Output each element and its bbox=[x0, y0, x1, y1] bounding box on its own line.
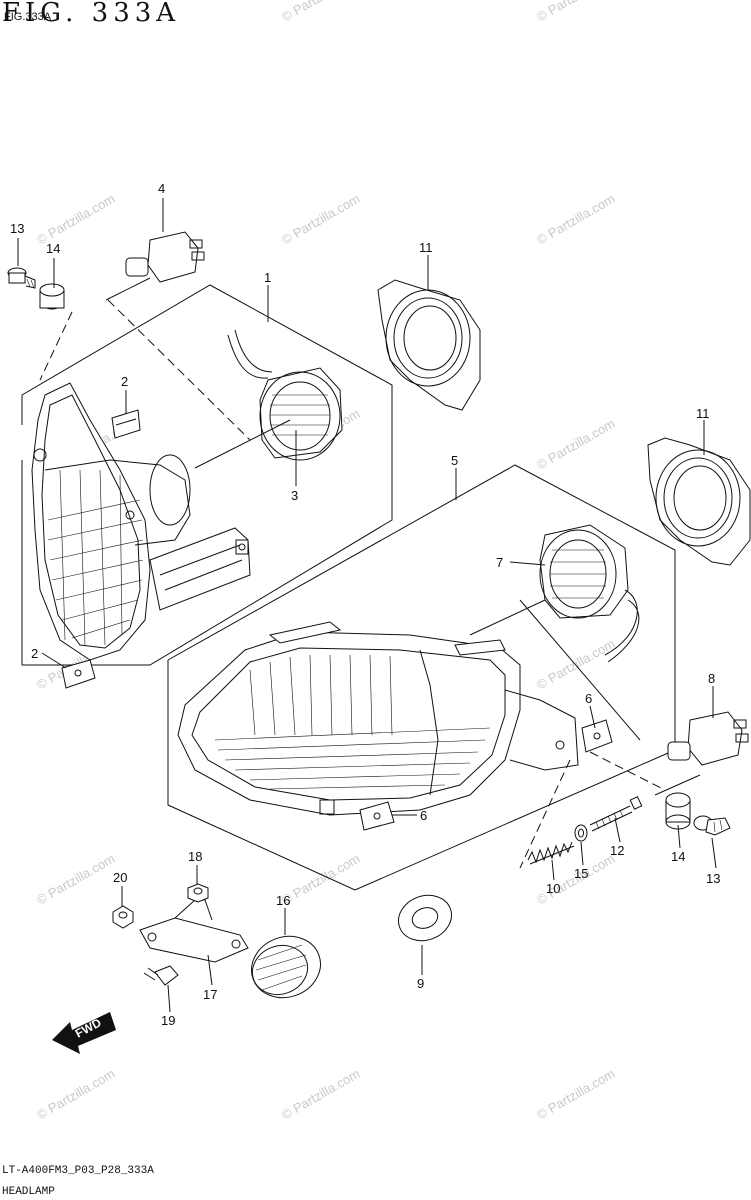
watermark: © Partzilla.com bbox=[279, 191, 362, 248]
callout-14-right: 14 bbox=[671, 849, 685, 864]
right-headlamp-group bbox=[167, 464, 701, 891]
leader-dashed bbox=[589, 751, 666, 791]
callout-10: 10 bbox=[546, 881, 560, 896]
bolt-13-left bbox=[7, 267, 36, 289]
reflector-16 bbox=[251, 935, 321, 999]
callout-9: 9 bbox=[417, 976, 424, 991]
callout-1: 1 bbox=[264, 270, 271, 285]
callout-19: 19 bbox=[161, 1013, 175, 1028]
leader-line bbox=[469, 599, 546, 636]
adjuster-screw-12 bbox=[589, 796, 643, 832]
grommet-9 bbox=[398, 894, 452, 975]
callout-4: 4 bbox=[158, 181, 165, 196]
bolt-19 bbox=[143, 965, 179, 986]
retaining-ring-11-right bbox=[647, 437, 751, 566]
callout-6-lower: 6 bbox=[420, 808, 427, 823]
watermark: © Partzilla.com bbox=[279, 0, 362, 25]
callout-3: 3 bbox=[291, 488, 298, 503]
bracket-17 bbox=[139, 899, 249, 963]
callout-leaders bbox=[17, 198, 717, 1013]
watermark: © Partzilla.com bbox=[534, 191, 617, 248]
leader-dashed bbox=[39, 311, 73, 381]
clip-2-lower bbox=[61, 659, 96, 689]
callout-2-lower: 2 bbox=[31, 646, 38, 661]
watermark: © Partzilla.com bbox=[279, 1066, 362, 1123]
callout-8: 8 bbox=[708, 671, 715, 686]
figure-small-label: FIG.333A bbox=[4, 11, 52, 23]
leader-line bbox=[654, 774, 701, 796]
assembly-frame-left bbox=[21, 284, 393, 666]
diagram-name: HEADLAMP bbox=[2, 1186, 55, 1198]
bulb-socket-7 bbox=[539, 524, 640, 663]
clip-6-lower bbox=[359, 801, 395, 831]
callout-16: 16 bbox=[276, 893, 290, 908]
callout-15: 15 bbox=[574, 866, 588, 881]
callout-11-upper: 11 bbox=[419, 240, 433, 255]
left-headlamp-group bbox=[21, 277, 393, 689]
callout-17: 17 bbox=[203, 987, 217, 1002]
bulb-4 bbox=[125, 231, 205, 283]
callout-13-left: 13 bbox=[10, 221, 24, 236]
bolt-13-right bbox=[693, 815, 731, 836]
callout-18: 18 bbox=[188, 849, 202, 864]
callout-6-upper: 6 bbox=[585, 691, 592, 706]
clip-6-upper bbox=[581, 719, 613, 753]
grommet-14-right bbox=[665, 792, 691, 830]
callout-7: 7 bbox=[496, 555, 503, 570]
callout-14-left: 14 bbox=[46, 241, 60, 256]
callout-11-right: 11 bbox=[696, 406, 710, 421]
watermark: © Partzilla.com bbox=[34, 1066, 117, 1123]
callout-12: 12 bbox=[610, 843, 624, 858]
watermark: © Partzilla.com bbox=[534, 0, 617, 25]
diagram-code: LT-A400FM3_P03_P28_333A bbox=[2, 1165, 154, 1177]
bulb-socket-3 bbox=[194, 329, 343, 469]
leader-line bbox=[519, 599, 641, 741]
clip-2-upper bbox=[111, 409, 141, 439]
headlamp-left-housing bbox=[31, 382, 251, 661]
grommet-14-left bbox=[39, 283, 65, 310]
watermark: © Partzilla.com bbox=[34, 851, 117, 908]
headlamp-right-housing bbox=[177, 621, 579, 816]
nut-18 bbox=[187, 883, 209, 903]
callout-5: 5 bbox=[451, 453, 458, 468]
spring-10 bbox=[527, 841, 575, 865]
leader-dashed bbox=[519, 759, 571, 869]
callout-13-right: 13 bbox=[706, 871, 720, 886]
retaining-ring-11-upper bbox=[377, 279, 481, 411]
watermark: © Partzilla.com bbox=[534, 1066, 617, 1123]
nut-20 bbox=[112, 905, 134, 929]
watermark: © Partzilla.com bbox=[534, 416, 617, 473]
washer-15 bbox=[574, 824, 588, 842]
leader-dashed bbox=[107, 299, 251, 441]
figure-title: FIG. 333A bbox=[2, 0, 181, 28]
leader-line bbox=[105, 277, 151, 301]
leader-line bbox=[194, 419, 291, 469]
bulb-8 bbox=[667, 711, 749, 766]
watermark: © Partzilla.com bbox=[279, 851, 362, 908]
callout-numbers: 13 14 4 1 2 3 2 11 11 5 7 8 6 6 12 15 10… bbox=[10, 181, 720, 1028]
callout-2-upper: 2 bbox=[121, 374, 128, 389]
fwd-arrow: FWD bbox=[52, 1012, 116, 1054]
callout-20: 20 bbox=[113, 870, 127, 885]
watermark: © Partzilla.com bbox=[34, 191, 117, 248]
